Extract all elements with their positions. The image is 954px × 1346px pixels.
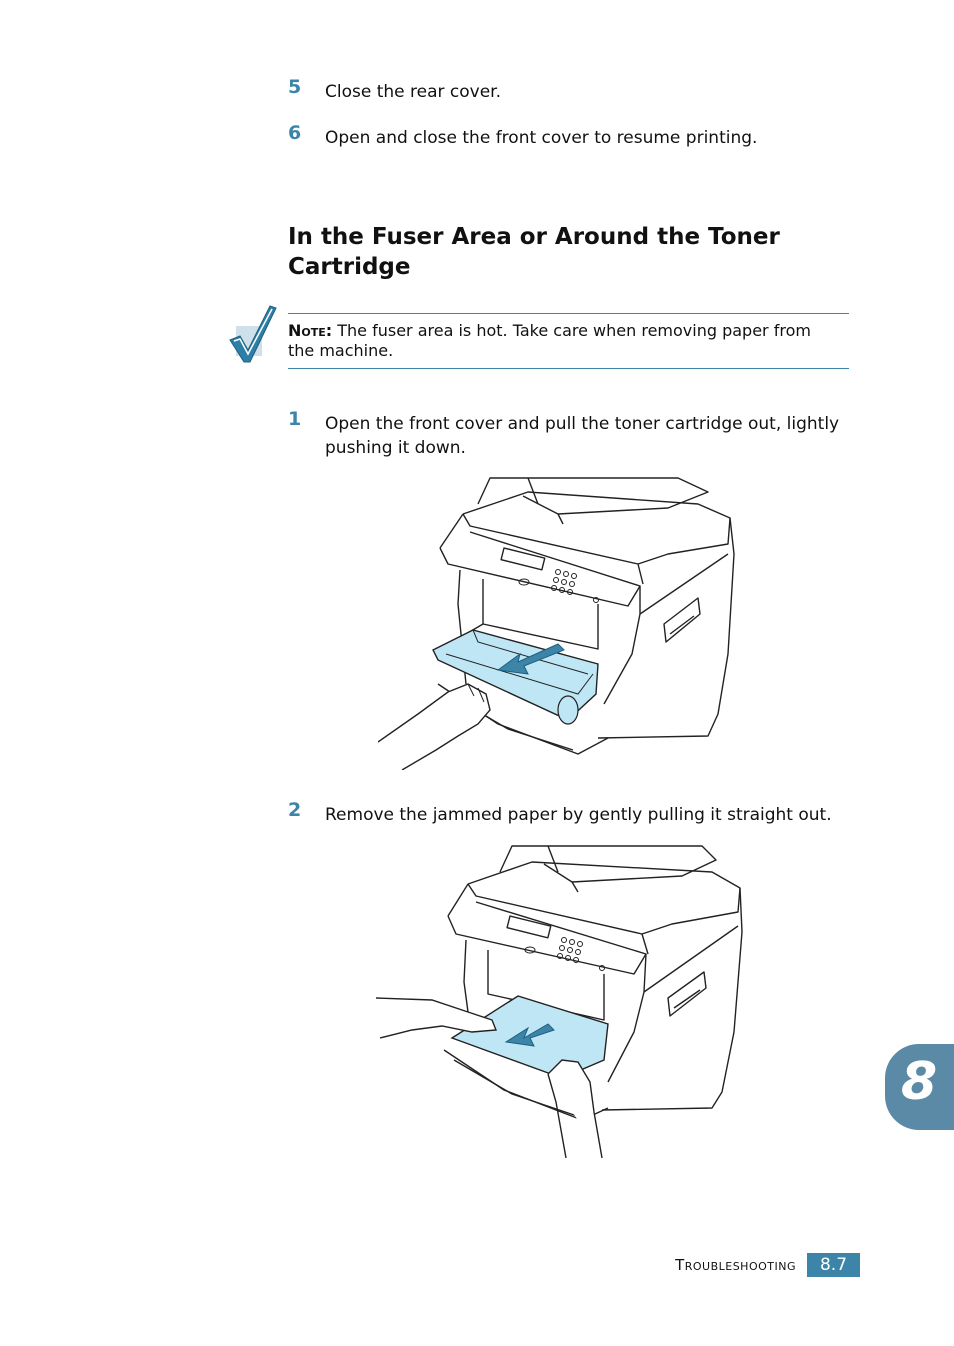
note-body: The fuser area is hot. Take care when re…	[288, 321, 811, 360]
illustration-toner-removal	[378, 477, 735, 770]
checkmark-icon	[229, 305, 277, 363]
footer-section-title: Troubleshooting	[675, 1256, 796, 1274]
step-number: 2	[288, 799, 302, 821]
step-text: Close the rear cover.	[325, 82, 502, 102]
chapter-number: 8	[901, 1052, 938, 1112]
note-label: Note:	[288, 321, 333, 340]
note-box: Note: The fuser area is hot. Take care w…	[288, 313, 849, 369]
chapter-tab: 8	[885, 1044, 954, 1130]
step-number: 5	[288, 76, 302, 98]
step-text: Open the front cover and pull the toner …	[325, 414, 840, 458]
page-number: 8.7	[807, 1253, 860, 1277]
section-title: In the Fuser Area or Around the Toner Ca…	[288, 224, 780, 280]
step-text: Remove the jammed paper by gently pullin…	[325, 805, 832, 825]
note-text: Note: The fuser area is hot. Take care w…	[288, 321, 828, 361]
step-number: 1	[288, 408, 302, 430]
step-number: 6	[288, 122, 302, 144]
step-text: Open and close the front cover to resume…	[325, 128, 758, 148]
illustration-paper-removal	[375, 845, 743, 1159]
